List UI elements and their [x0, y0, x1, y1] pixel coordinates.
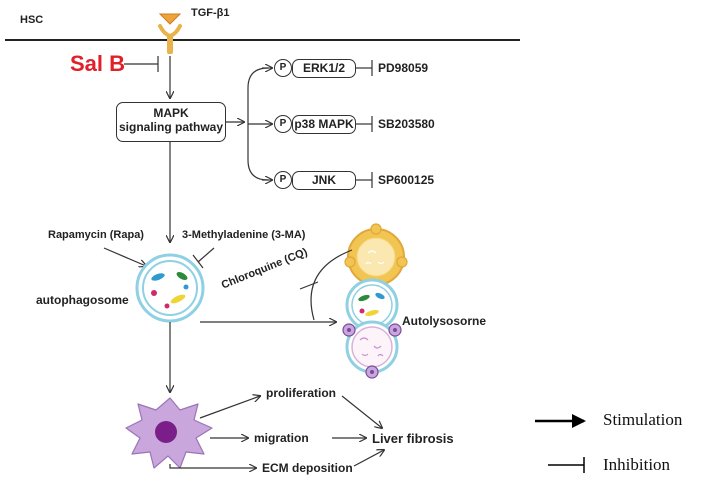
- mapk-pathway-box: MAPK signaling pathway: [116, 102, 226, 142]
- mapk-box-line2: signaling pathway: [118, 120, 223, 134]
- liver-fibrosis-label: Liver fibrosis: [372, 431, 454, 446]
- phospho-p38-icon: P: [274, 115, 292, 133]
- mapk-box-line1: MAPK: [153, 106, 189, 120]
- jnk-box: JNK: [292, 171, 356, 190]
- hsc-label: HSC: [20, 14, 44, 26]
- tgf-beta-label: TGF-β1: [191, 7, 230, 19]
- ecm-deposition-label: ECM deposition: [262, 461, 353, 475]
- p38-box: p38 MAPK: [292, 115, 356, 134]
- legend-inhibition-label: Inhibition: [603, 455, 671, 474]
- autolysosome-icon: [342, 278, 402, 379]
- tgf-receptor-icon: [158, 13, 182, 54]
- legend-stimulation-label: Stimulation: [603, 410, 683, 429]
- salb-label: Sal B: [70, 51, 126, 76]
- sp600125-label: SP600125: [378, 173, 435, 187]
- proliferation-label: proliferation: [266, 386, 337, 400]
- sb203580-label: SB203580: [378, 117, 435, 131]
- pd98059-label: PD98059: [378, 61, 429, 75]
- erk-box: ERK1/2: [292, 59, 356, 78]
- rapamycin-label: Rapamycin (Rapa): [48, 229, 144, 241]
- phospho-jnk-icon: P: [274, 171, 292, 189]
- autophagosome-icon: [135, 253, 205, 323]
- migration-label: migration: [254, 431, 309, 445]
- activated-hsc-icon: [125, 397, 213, 469]
- lysosome-icon: [344, 223, 408, 286]
- phospho-erk-icon: P: [274, 59, 292, 77]
- autolysosome-label: Autolysosorne: [402, 314, 487, 328]
- autophagosome-label: autophagosome: [36, 293, 129, 307]
- methyladenine-label: 3-Methyladenine (3-MA): [182, 229, 306, 241]
